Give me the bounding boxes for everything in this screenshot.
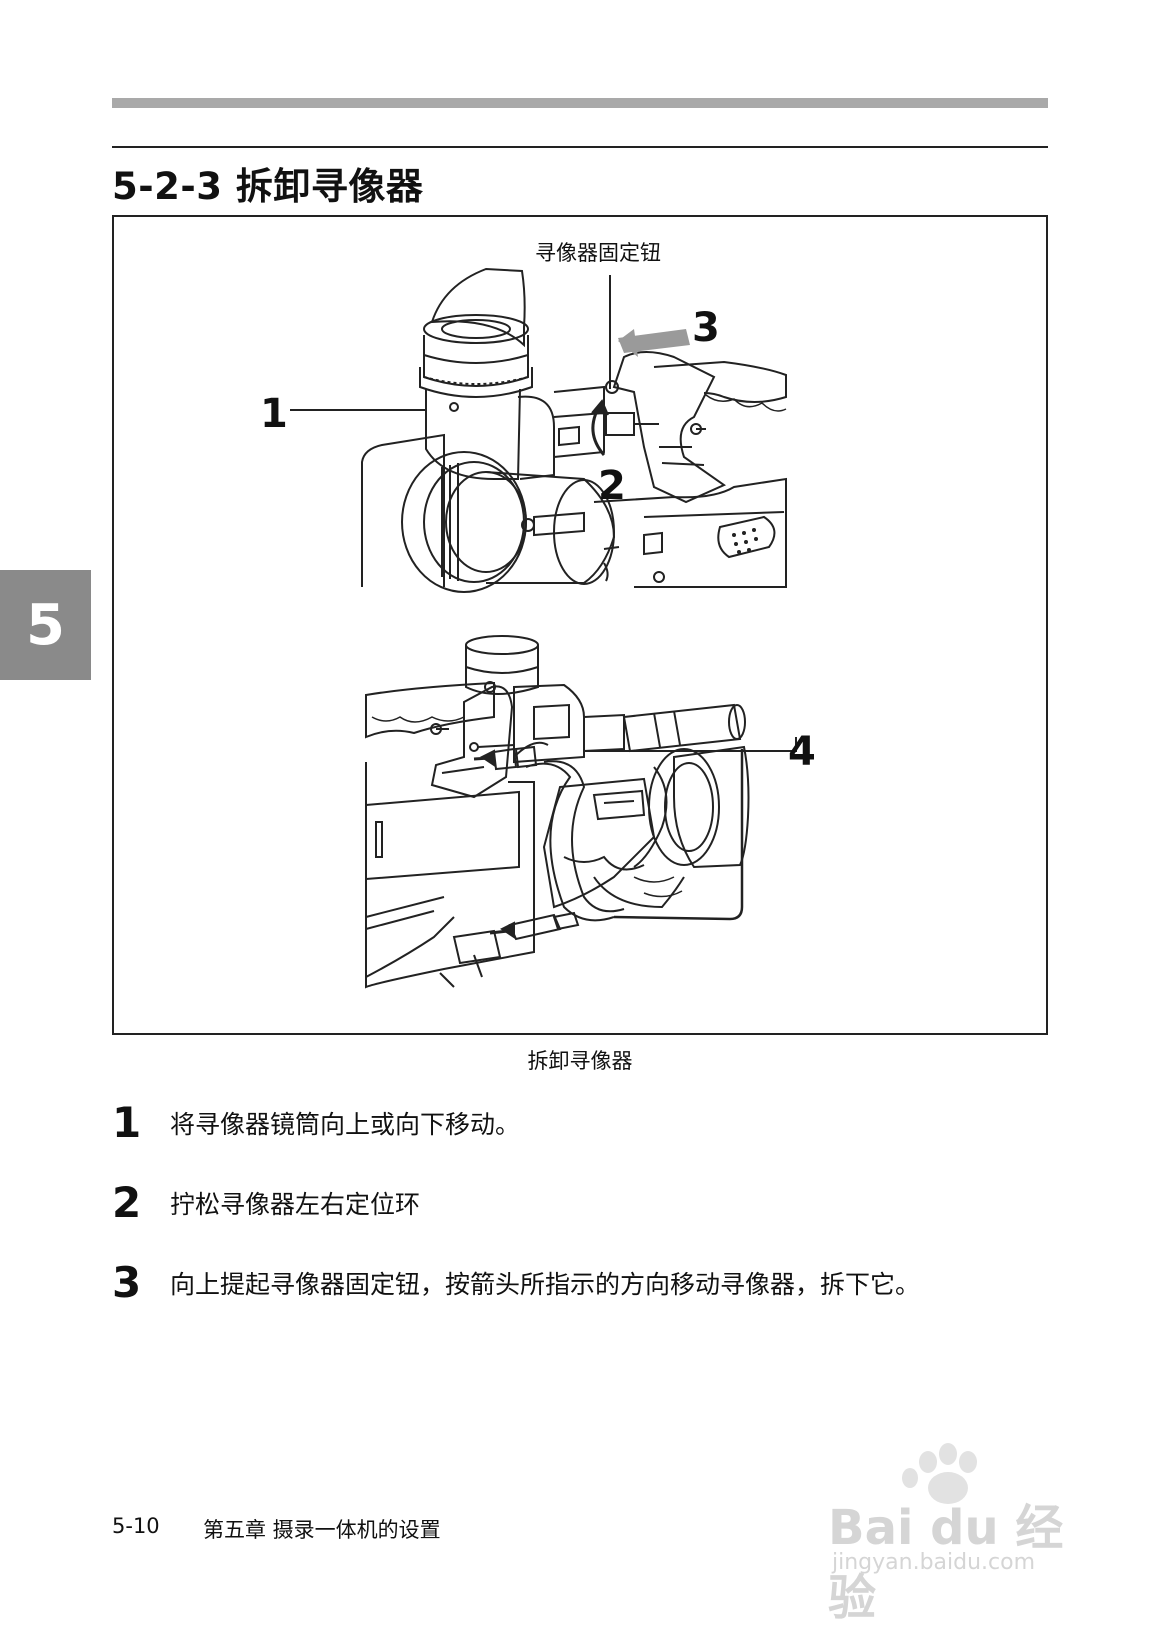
- step-text: 向上提起寻像器固定钮，按箭头所指示的方向移动寻像器，拆下它。: [170, 1269, 921, 1299]
- step-3: 3 向上提起寻像器固定钮，按箭头所指示的方向移动寻像器，拆下它。: [112, 1258, 920, 1307]
- chapter-footer: 第五章 摄录一体机的设置: [203, 1518, 441, 1542]
- step-number: 2: [112, 1178, 142, 1227]
- step-number: 3: [112, 1258, 142, 1307]
- figure-label-4: 4: [788, 729, 816, 775]
- step-text: 拧松寻像器左右定位环: [170, 1189, 421, 1219]
- figure-frame: 寻像器固定钮 1 2 3 4: [112, 215, 1048, 1035]
- watermark-url: jingyan.baidu.com: [832, 1550, 1036, 1575]
- figure-label-3: 3: [692, 305, 720, 351]
- page-number: 5-10: [112, 1514, 160, 1538]
- watermark-brand: Bai du 经验: [828, 1500, 1064, 1626]
- step-number: 1: [112, 1098, 142, 1147]
- header-rule-thick: [112, 98, 1048, 108]
- figure-label-1: 1: [260, 391, 288, 437]
- callout-viewfinder-knob: 寻像器固定钮: [535, 241, 661, 265]
- lower-camera-drawing: [365, 635, 750, 989]
- step-2: 2 拧松寻像器左右定位环: [112, 1178, 420, 1227]
- step-text: 将寻像器镜筒向上或向下移动。: [170, 1109, 521, 1139]
- paw-icon: [902, 1443, 977, 1504]
- baidu-watermark: Bai du 经验 jingyan.baidu.com: [828, 1440, 1098, 1626]
- step-1: 1 将寻像器镜筒向上或向下移动。: [112, 1098, 520, 1147]
- header-rule-thin: [112, 146, 1048, 148]
- chapter-tab: 5: [0, 570, 91, 680]
- figure-caption: 拆卸寻像器: [527, 1049, 633, 1073]
- figure-label-2: 2: [598, 463, 626, 509]
- upper-camera-drawing: [361, 267, 787, 593]
- viewfinder-removal-illustration: 寻像器固定钮 1 2 3 4: [260, 241, 816, 989]
- section-title: 5-2-3 拆卸寻像器: [112, 165, 424, 208]
